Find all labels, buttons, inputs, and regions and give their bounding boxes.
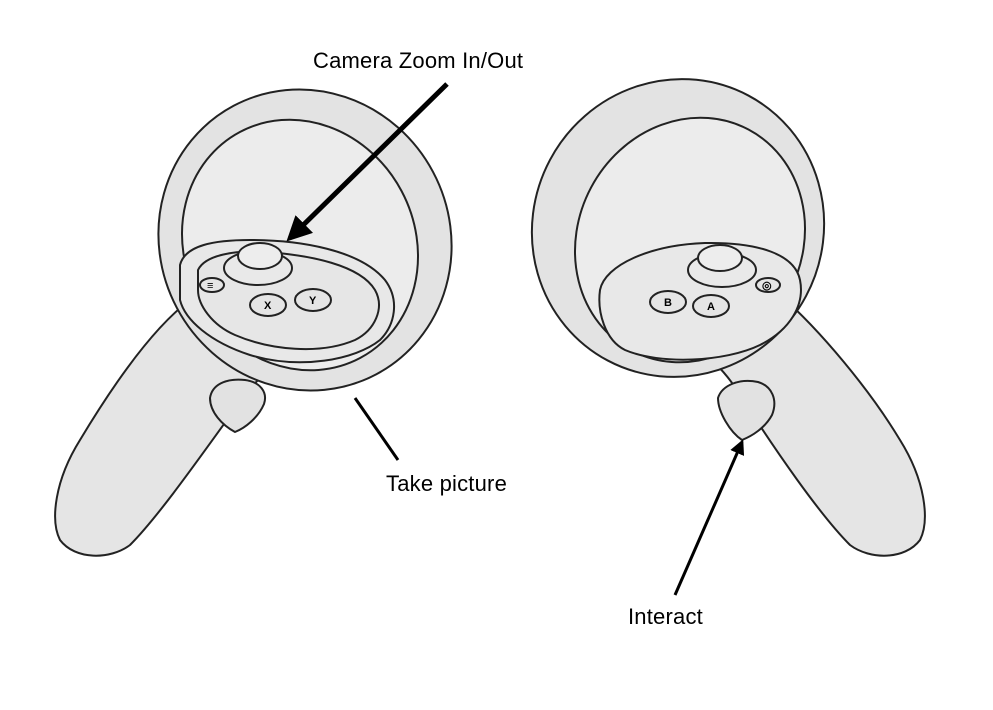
left-x-button (249, 293, 287, 317)
right-a-button (692, 294, 730, 318)
right-a-glyph: A (707, 301, 715, 313)
left-trigger (209, 378, 266, 433)
right-b-button (649, 290, 687, 314)
zoom-arrow (286, 82, 449, 242)
take-picture-pointer-line (353, 397, 400, 461)
left-y-glyph: Y (309, 295, 317, 307)
camera-zoom-label: Camera Zoom In/Out (313, 48, 524, 73)
right-thumbstick (697, 244, 743, 272)
left-menu-button (199, 277, 225, 293)
right-system-button (755, 277, 781, 293)
right-controller (530, 78, 926, 557)
interact-label: Interact (628, 604, 703, 629)
right-trigger (717, 379, 776, 441)
take-picture-label: Take picture (386, 471, 508, 496)
interact-arrow (673, 439, 745, 596)
right-b-glyph: B (664, 297, 672, 309)
left-y-button (294, 288, 332, 312)
left-menu-glyph: ≡ (207, 280, 213, 292)
left-x-glyph: X (264, 300, 272, 312)
left-thumbstick (237, 242, 283, 270)
right-system-glyph: ◎ (762, 280, 772, 292)
